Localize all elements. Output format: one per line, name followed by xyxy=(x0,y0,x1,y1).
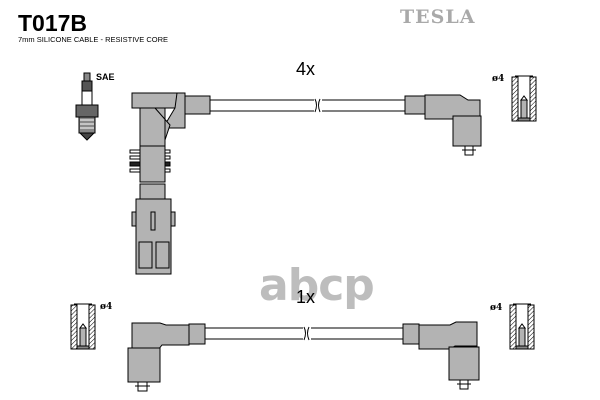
terminal-icon-bottom-right xyxy=(509,303,535,350)
angled-boot-bottom-left xyxy=(127,322,206,392)
bottom-lead-quantity: 1x xyxy=(296,287,316,307)
top-lead-quantity: 4x xyxy=(296,59,316,79)
spark-plug-icon xyxy=(75,72,99,141)
top-cable xyxy=(210,98,405,113)
angled-boot-bottom-right xyxy=(402,321,480,390)
terminal-diameter-bottom-right: ø4 xyxy=(490,303,503,313)
part-code: T017B xyxy=(18,10,88,36)
watermark: abcp xyxy=(259,260,375,311)
spark-plug-label: SAE xyxy=(96,72,115,82)
bottom-cable xyxy=(205,326,403,341)
straight-plug-boot xyxy=(129,92,186,275)
terminal-icon-top-right xyxy=(511,75,537,122)
terminal-diameter-bottom-left: ø4 xyxy=(100,302,113,312)
brand-logo: TESLA xyxy=(400,6,476,28)
terminal-diameter-top-right: ø4 xyxy=(492,74,505,84)
angled-coil-boot-top xyxy=(404,94,482,156)
terminal-icon-bottom-left xyxy=(70,303,96,350)
top-cable-connector xyxy=(184,95,211,115)
subtitle: 7mm SILICONE CABLE - RESISTIVE CORE xyxy=(18,35,169,44)
